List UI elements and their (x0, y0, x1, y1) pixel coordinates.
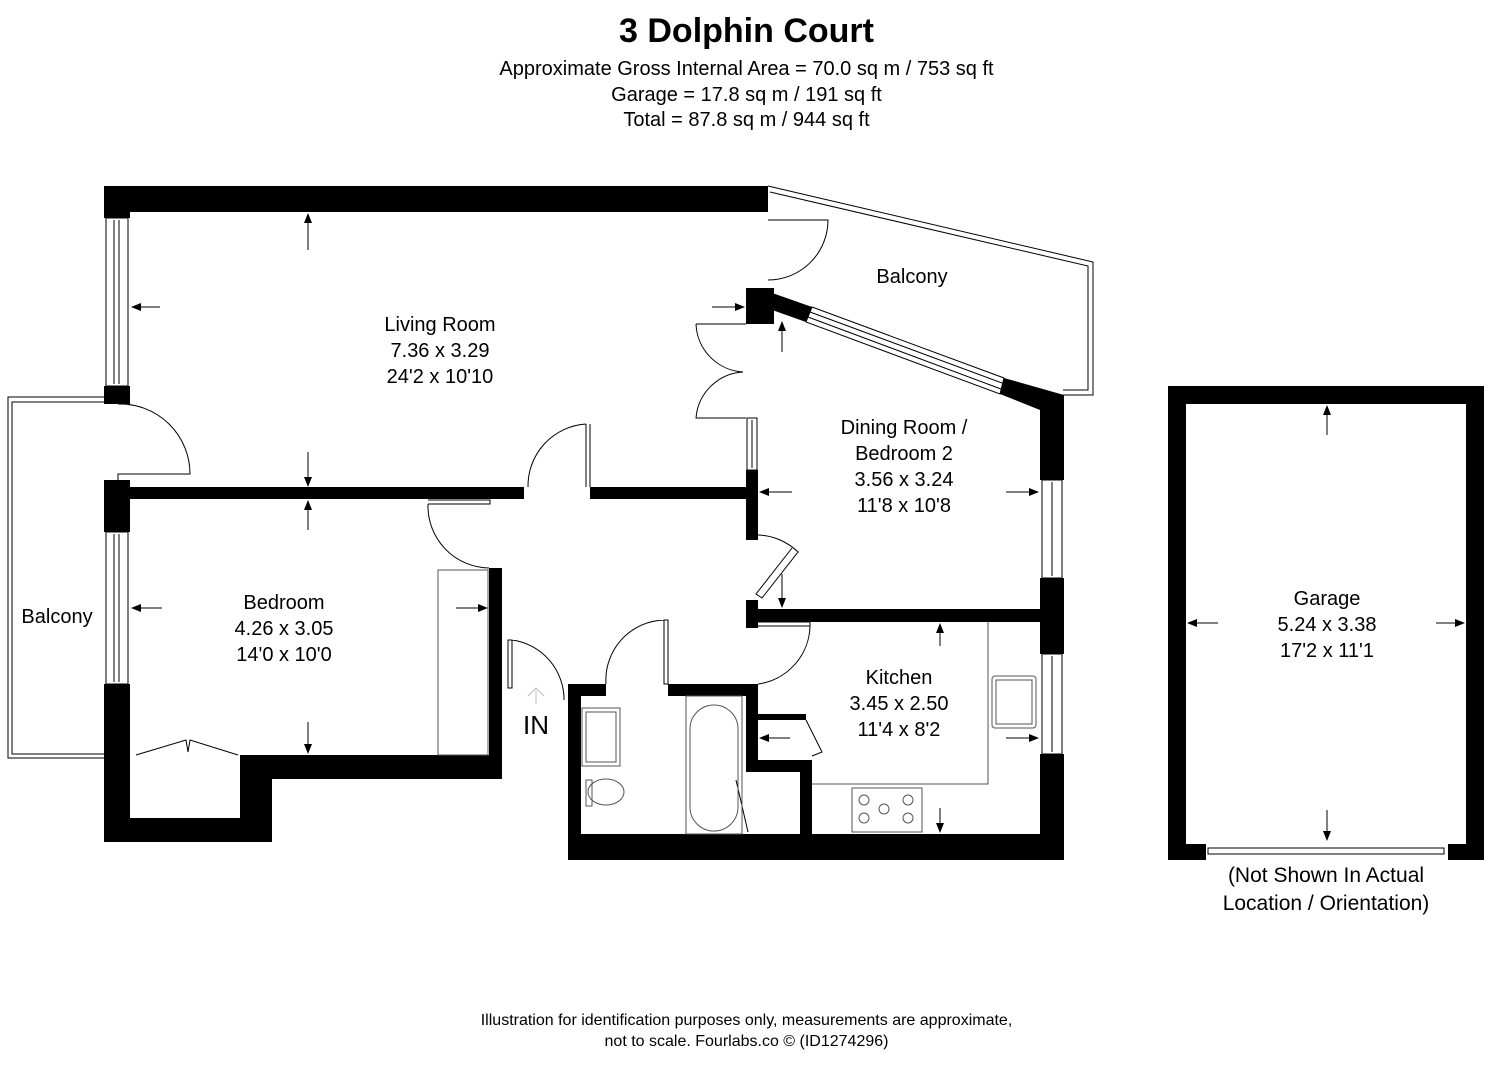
kitchen-name: Kitchen (865, 667, 933, 689)
disclaimer-line2: not to scale. Fourlabs.co © (ID1274296) (604, 1033, 889, 1050)
garage-name: Garage (1293, 588, 1361, 610)
angled-wall (758, 288, 1064, 418)
dining-room-name-2: Bedroom 2 (855, 443, 953, 465)
fixtures (437, 569, 1037, 835)
kitchen-metric: 3.45 x 2.50 (849, 693, 949, 715)
garage-imperial: 17'2 x 11'1 (1279, 640, 1374, 662)
kitchen-label: Kitchen 3.45 x 2.50 11'4 x 8'2 (850, 665, 949, 743)
dimension-arrows (131, 213, 1465, 841)
doors (117, 219, 829, 833)
dining-room-metric: 3.56 x 3.24 (854, 469, 954, 491)
garage-note-line1: (Not Shown In Actual (1227, 864, 1425, 887)
bedroom-metric: 4.26 x 3.05 (234, 618, 334, 640)
balcony-outlines (7, 185, 1094, 759)
disclaimer-line1: Illustration for identification purposes… (480, 1012, 1013, 1029)
living-room-label: Living Room 7.36 x 3.29 24'2 x 10'10 (384, 312, 495, 390)
living-room-name: Living Room (384, 314, 496, 336)
garage-metric: 5.24 x 3.38 (1277, 614, 1377, 636)
total-area: Total = 87.8 sq m / 944 sq ft (623, 109, 870, 131)
windows (105, 217, 1445, 855)
dining-room-label: Dining Room / Bedroom 2 3.56 x 3.24 11'8… (841, 415, 968, 519)
gross-internal-area: Approximate Gross Internal Area = 70.0 s… (499, 58, 994, 80)
balcony-left-label: Balcony (21, 604, 92, 630)
balcony-left-name: Balcony (21, 606, 93, 628)
kitchen-imperial: 11'4 x 8'2 (857, 719, 941, 741)
garage-note: (Not Shown In Actual Location / Orientat… (1223, 862, 1430, 918)
garage-note-line2: Location / Orientation) (1222, 892, 1430, 915)
entrance-label: IN (523, 710, 549, 740)
bedroom-name: Bedroom (243, 592, 325, 614)
bedroom-label: Bedroom 4.26 x 3.05 14'0 x 10'0 (235, 590, 334, 668)
walls (104, 186, 1484, 860)
living-room-imperial: 24'2 x 10'10 (386, 366, 494, 388)
living-room-metric: 7.36 x 3.29 (390, 340, 490, 362)
balcony-top-name: Balcony (876, 266, 948, 288)
balcony-top-label: Balcony (876, 264, 947, 290)
dining-room-name-1: Dining Room / (840, 417, 968, 439)
bedroom-imperial: 14'0 x 10'0 (236, 644, 332, 666)
garage-area: Garage = 17.8 sq m / 191 sq ft (611, 84, 882, 106)
garage-label: Garage 5.24 x 3.38 17'2 x 11'1 (1278, 586, 1377, 664)
page-title: 3 Dolphin Court (619, 12, 874, 50)
dining-room-imperial: 11'8 x 10'8 (856, 495, 951, 517)
